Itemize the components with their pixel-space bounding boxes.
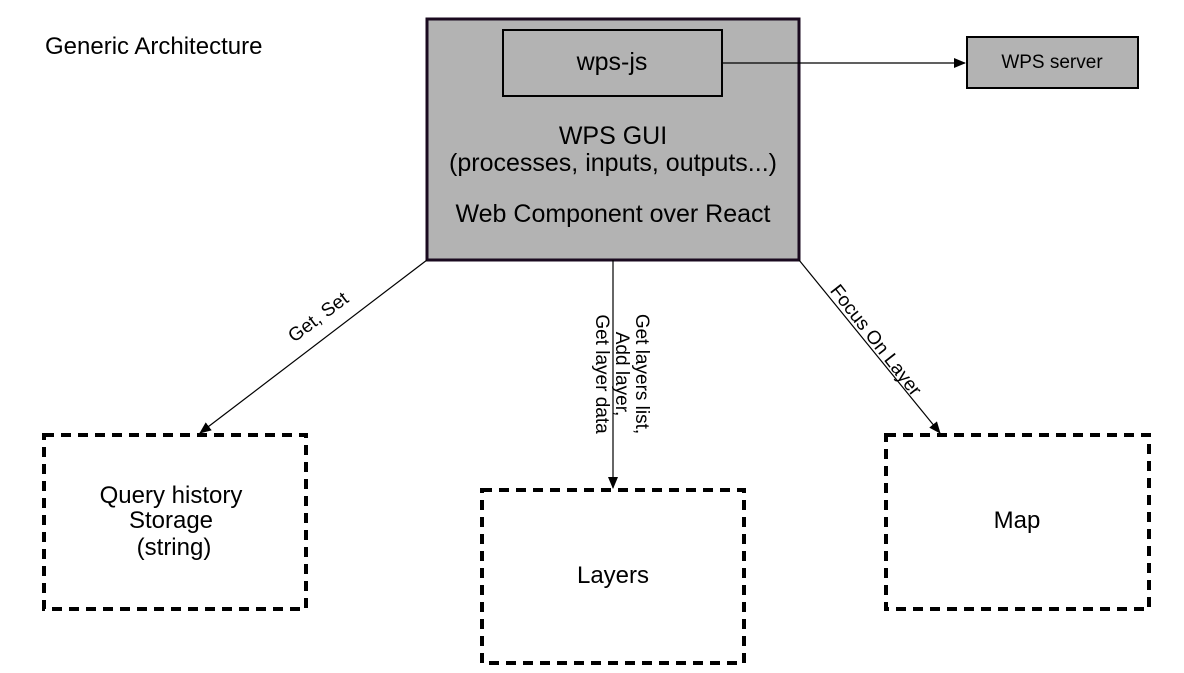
edge-layers-label-line2: Add layer, bbox=[611, 332, 632, 417]
edge-map-label: Focus On Layer bbox=[825, 281, 925, 401]
wps-gui-title: WPS GUI bbox=[559, 122, 667, 150]
edge-storage-label: Get, Set bbox=[285, 288, 354, 347]
wps-js-node: wps-js bbox=[502, 29, 723, 97]
edge-gui-to-map bbox=[798, 259, 941, 434]
query-storage-line3: (string) bbox=[137, 534, 212, 561]
diagram-title: Generic Architecture bbox=[45, 33, 262, 60]
wps-server-box bbox=[966, 36, 1139, 89]
query-storage-line2: Storage bbox=[129, 507, 213, 534]
query-storage-line1: Query history bbox=[100, 482, 243, 509]
wps-gui-technology: Web Component over React bbox=[456, 200, 771, 228]
wps-js-label: wps-js bbox=[576, 48, 648, 76]
wps-gui-subtitle: (processes, inputs, outputs...) bbox=[449, 149, 777, 177]
layers-box bbox=[480, 488, 746, 665]
wps-server-label: WPS server bbox=[1001, 52, 1103, 73]
edge-gui-to-storage bbox=[199, 259, 428, 434]
map-node: Map bbox=[884, 433, 1151, 611]
layers-label: Layers bbox=[577, 562, 649, 589]
map-box bbox=[884, 433, 1151, 611]
query-storage-node: Query history Storage (string) bbox=[42, 433, 308, 611]
layers-node: Layers bbox=[480, 488, 746, 665]
query-storage-box bbox=[42, 433, 308, 611]
edge-layers-label-line3: Get layer data bbox=[591, 314, 612, 434]
wps-js-box bbox=[502, 29, 723, 97]
wps-server-node: WPS server bbox=[966, 36, 1139, 89]
map-label: Map bbox=[994, 507, 1041, 534]
edge-layers-label-line1: Get layers list, bbox=[631, 314, 652, 434]
edge-layers-label: Get layers list, Add layer, Get layer da… bbox=[591, 314, 652, 434]
